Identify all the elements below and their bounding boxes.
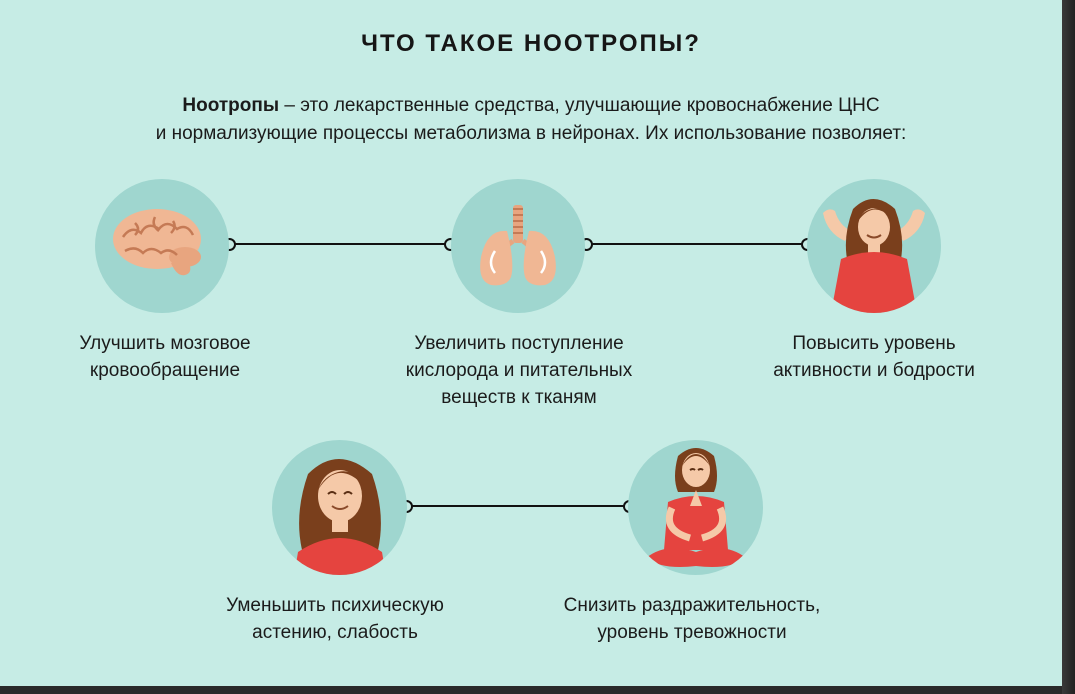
window-edge <box>1062 0 1075 694</box>
caption-line: кровообращение <box>89 360 241 381</box>
intro-line-1: Ноотропы – это лекарственные средства, у… <box>0 92 1062 120</box>
infographic-card: ЧТО ТАКОЕ НООТРОПЫ? Ноотропы – это лекар… <box>0 0 1062 686</box>
intro-term: Ноотропы <box>182 95 280 116</box>
caption-line: Увеличить поступление <box>414 333 624 354</box>
caption-line: астению, слабость <box>252 622 418 643</box>
benefit-caption-5: Снизить раздражительность, уровень трево… <box>532 592 852 646</box>
connector-3 <box>407 505 629 507</box>
benefit-caption-4: Уменьшить психическую астению, слабость <box>175 592 495 646</box>
intro-text: Ноотропы – это лекарственные средства, у… <box>0 92 1062 148</box>
benefit-caption-2: Увеличить поступление кислорода и питате… <box>359 330 679 411</box>
meditating-woman-icon <box>628 440 763 575</box>
smiling-woman-icon <box>272 440 407 575</box>
benefit-caption-3: Повысить уровень активности и бодрости <box>714 330 1034 384</box>
caption-line: Уменьшить психическую <box>226 595 444 616</box>
caption-line: веществ к тканям <box>441 387 597 408</box>
intro-line-1-rest: – это лекарственные средства, улучшающие… <box>279 95 880 116</box>
caption-line: Улучшить мозговое <box>79 333 251 354</box>
intro-line-2: и нормализующие процессы метаболизма в н… <box>155 123 907 144</box>
connector-1 <box>230 243 450 245</box>
caption-line: кислорода и питательных <box>405 360 633 381</box>
lungs-icon <box>451 179 585 313</box>
strong-woman-icon <box>807 179 941 313</box>
page-title: ЧТО ТАКОЕ НООТРОПЫ? <box>361 30 701 57</box>
caption-line: активности и бодрости <box>773 360 975 381</box>
benefit-caption-1: Улучшить мозговое кровообращение <box>5 330 325 384</box>
brain-icon <box>95 179 229 313</box>
caption-line: Повысить уровень <box>792 333 956 354</box>
caption-line: уровень тревожности <box>597 622 787 643</box>
window-edge <box>0 686 1062 694</box>
caption-line: Снизить раздражительность, <box>563 595 821 616</box>
connector-2 <box>587 243 807 245</box>
